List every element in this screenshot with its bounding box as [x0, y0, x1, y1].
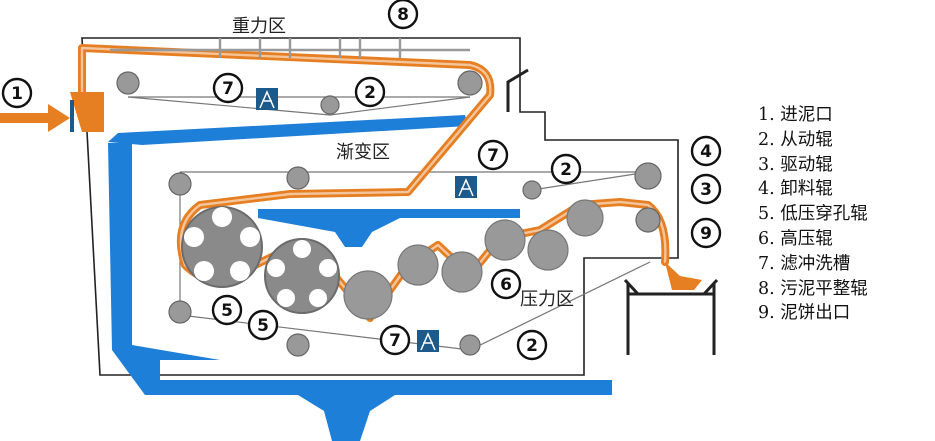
callout-wash-gravity: 7 — [222, 79, 234, 99]
callout-inlet: 1 — [11, 84, 23, 104]
callout-wash-pressure: 7 — [389, 331, 401, 351]
gravity-zone-tray — [108, 115, 468, 145]
callout-markers: 1 8 7 2 7 2 4 3 9 6 5 5 7 2 — [1, 0, 722, 361]
callout-driven-pressure: 2 — [526, 336, 538, 356]
callout-driven-gravity: 2 — [364, 83, 376, 103]
callout-high-pressure: 6 — [500, 275, 512, 295]
legend-item: 3. 驱动辊 — [758, 154, 833, 175]
filtrate-collection-tray — [108, 143, 612, 441]
legend-item: 8. 污泥平整辊 — [758, 278, 868, 299]
callout-outlet: 9 — [700, 224, 712, 244]
legend-item: 4. 卸料辊 — [758, 179, 833, 200]
wash-trough-icons — [256, 88, 477, 352]
pressure-zone-label: 压力区 — [520, 289, 574, 310]
legend-item: 5. 低压穿孔辊 — [758, 204, 868, 225]
legend-item: 1. 进泥口 — [758, 105, 833, 125]
callout-low-pressure-1: 5 — [221, 301, 233, 321]
high-pressure-rollers — [343, 199, 604, 320]
machine-frame — [81, 37, 679, 376]
legend-item: 2. 从动辊 — [758, 129, 833, 150]
driven-rollers — [116, 70, 662, 357]
inlet-arrow — [0, 104, 70, 132]
gravity-zone-label: 重力区 — [232, 16, 286, 37]
component-legend: 1. 进泥口 2. 从动辊 3. 驱动辊 4. 卸料辊 5. 低压穿孔辊 6. … — [758, 103, 928, 326]
cake-outlet-tank — [623, 278, 719, 355]
callout-discharge: 4 — [700, 142, 712, 162]
callout-drive: 3 — [700, 180, 712, 200]
cake-discharge-drop — [665, 262, 702, 290]
wedge-zone-tray — [258, 209, 520, 247]
callout-wash-wedge: 7 — [487, 146, 499, 166]
perforation-holes — [184, 207, 337, 307]
legend-item: 6. 高压辊 — [758, 228, 833, 249]
legend-item: 7. 滤冲洗槽 — [758, 253, 851, 274]
inlet-flange — [70, 100, 74, 132]
legend-item: 9. 泥饼出口 — [758, 303, 851, 324]
sludge-inlet-pipe — [70, 92, 104, 132]
sludge-leveler-rakes — [110, 38, 470, 58]
callout-leveler: 8 — [397, 5, 409, 25]
wedge-zone-label: 渐变区 — [336, 142, 390, 163]
callout-low-pressure-2: 5 — [257, 316, 269, 336]
cake-chute-wall — [506, 68, 529, 112]
callout-driven-wedge: 2 — [560, 160, 572, 180]
